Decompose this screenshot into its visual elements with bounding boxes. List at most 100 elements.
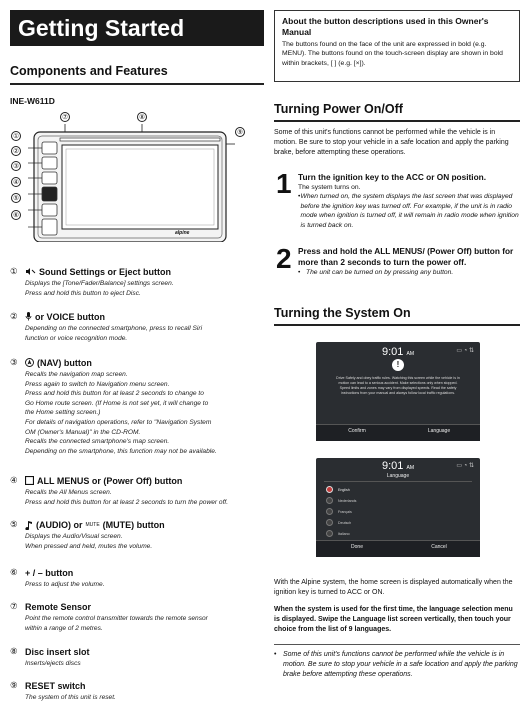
item-desc-line: Press again to switch to Navigation menu… [25, 380, 170, 388]
mute-label: MUTE [85, 521, 100, 528]
item-6: ⑥ + / – button Press to adjust the volum… [10, 567, 264, 590]
step-2: Press and hold the ALL MENUS/ (Power Off… [298, 246, 520, 277]
item-3: ③ (NAV) button Recalls the navigation ma… [10, 357, 264, 456]
callout-8: ⑧ [137, 112, 147, 122]
item-8: ⑧ Disc insert slot Inserts/ejects discs [10, 646, 264, 669]
item-desc-line: Press and hold this button to eject Disc… [25, 289, 141, 297]
item-desc-line: Press to adjust the volume. [25, 581, 105, 588]
item-desc-line: Press and hold this button for at least … [25, 498, 229, 506]
divider [274, 120, 520, 122]
status-icons: ▭ ◔ ⇅ [456, 348, 474, 354]
motion-note: • Some of this unit's functions cannot b… [274, 650, 520, 679]
item-number: ⑥ [10, 567, 18, 577]
note-body: The buttons found on the face of the uni… [282, 41, 503, 67]
language-option-label: Italiano [338, 531, 350, 536]
all-menus-icon [25, 476, 34, 485]
language-list: English Nederlands Français Deutsch Ital… [326, 484, 474, 539]
screen2-button-bar [316, 540, 480, 557]
model-name: INE-W611D [10, 96, 55, 106]
language-selection-text: When the system is used for the first ti… [274, 606, 513, 633]
callout-4: ④ [11, 177, 21, 187]
confirm-button[interactable]: Confirm [348, 428, 366, 434]
language-option[interactable]: Italiano [326, 528, 474, 539]
step-bullet: The unit can be turned on by pressing an… [306, 269, 454, 276]
item-4: ④ ALL MENUS or (Power Off) button Recall… [10, 475, 264, 507]
item-number: ⑧ [10, 646, 18, 656]
item-desc-line: When pressed and held, mutes the volume. [25, 542, 153, 550]
item-number: ④ [10, 475, 18, 485]
clock-ampm: AM [406, 465, 414, 471]
motion-note-text: Some of this unit's functions cannot be … [283, 651, 518, 678]
item-number: ⑨ [10, 680, 18, 690]
item-desc-line: Recalls the connected smartphone's map s… [25, 438, 170, 446]
step-bullet: When turned on, the system displays the … [300, 193, 519, 229]
home-screen-text: With the Alpine system, the home screen … [274, 579, 513, 596]
item-title: ALL MENUS or (Power Off) button [37, 475, 183, 486]
music-note-icon [25, 520, 32, 530]
step-sub: The system turns on. [298, 184, 361, 191]
item-desc-line: Press and hold this button for at least … [25, 390, 204, 398]
item-desc-line: For details of navigation operations, re… [25, 418, 212, 426]
item-title: Sound Settings or Eject button [39, 266, 171, 277]
microphone-icon [25, 312, 32, 321]
unit-illustration: ① ② ③ ④ ⑤ ⑥ ⑦ ⑧ ⑨ alpine [10, 112, 264, 243]
clock-time: 9:01 [382, 460, 404, 472]
item-number: ② [10, 311, 18, 321]
item-desc-line: the Home setting screen.) [25, 409, 101, 417]
safety-warning-text: Drive Safely and obey traffic rules. Wat… [336, 376, 460, 395]
item-number: ⑤ [10, 519, 18, 529]
callout-7: ⑦ [60, 112, 70, 122]
cancel-button[interactable]: Cancel [431, 544, 447, 550]
system-on-heading: Turning the System On [274, 306, 411, 320]
item-number: ③ [10, 357, 18, 367]
divider [10, 83, 264, 85]
item-desc-line: Depending on the connected smartphone, p… [25, 325, 203, 332]
sound-eject-icon [26, 268, 36, 275]
item-title: (AUDIO) or [36, 519, 83, 530]
unit-logo: alpine [175, 230, 190, 236]
language-option[interactable]: Deutsch [326, 517, 474, 528]
power-intro: Some of this unit's functions cannot be … [274, 129, 509, 156]
item-title: (NAV) button [37, 357, 92, 368]
item-5: ⑤ (AUDIO) or MUTE (MUTE) button Displays… [10, 519, 264, 551]
callout-6: ⑥ [11, 210, 21, 220]
item-title-2: (MUTE) button [102, 519, 165, 530]
step-title: Press and hold the ALL MENUS/ (Power Off… [298, 246, 514, 267]
button-description-note: About the button descriptions used in th… [274, 10, 520, 82]
item-desc-line: OM (Owner's Manual)" in the CD-ROM. [25, 428, 141, 436]
item-1: ① Sound Settings or Eject button Display… [10, 266, 264, 298]
clock-ampm: AM [406, 351, 414, 357]
item-2: ② or VOICE button Depending on the conne… [10, 311, 264, 343]
item-desc-line: Recalls the navigation map screen. [25, 371, 128, 378]
language-screen: 9:01 AM ▭ ◔ ⇅ Language English Nederland… [316, 458, 480, 557]
components-heading: Components and Features [10, 64, 168, 78]
radio-icon [326, 530, 333, 537]
callout-2: ② [11, 146, 21, 156]
callout-1: ① [11, 131, 21, 141]
item-7: ⑦ Remote Sensor Point the remote control… [10, 601, 264, 633]
callout-5: ⑤ [11, 193, 21, 203]
screen1-button-bar [316, 424, 480, 441]
item-desc-line: function or voice recognition mode. [25, 334, 128, 342]
language-option[interactable]: Français [326, 506, 474, 517]
item-9: ⑨ RESET switch The system of this unit i… [10, 680, 264, 703]
item-title: Disc insert slot [25, 646, 90, 657]
radio-icon [326, 508, 333, 515]
language-option[interactable]: Nederlands [326, 495, 474, 506]
radio-selected-icon [326, 486, 333, 493]
item-desc-line: Go Home route screen. (If Home is not se… [25, 399, 209, 407]
note-title: About the button descriptions used in th… [282, 16, 489, 37]
language-option[interactable]: English [326, 484, 474, 495]
status-icons: ▭ ◔ ⇅ [456, 463, 474, 469]
item-desc-line: Recalls the All Menus screen. [25, 489, 112, 496]
step-title: Turn the ignition key to the ACC or ON p… [298, 172, 487, 182]
warning-screen: 9:01 AM ▭ ◔ ⇅ ! Drive Safely and obey tr… [316, 342, 480, 441]
done-button[interactable]: Done [351, 544, 363, 550]
item-desc-line: Displays the [Tone/Fader/Balance] settin… [25, 280, 174, 287]
language-option-label: Français [338, 509, 352, 514]
language-button[interactable]: Language [427, 428, 451, 434]
divider [274, 644, 520, 645]
warning-icon: ! [392, 359, 404, 371]
item-title: RESET switch [25, 680, 86, 691]
item-desc-line: Depending on the smartphone, this functi… [25, 447, 217, 455]
